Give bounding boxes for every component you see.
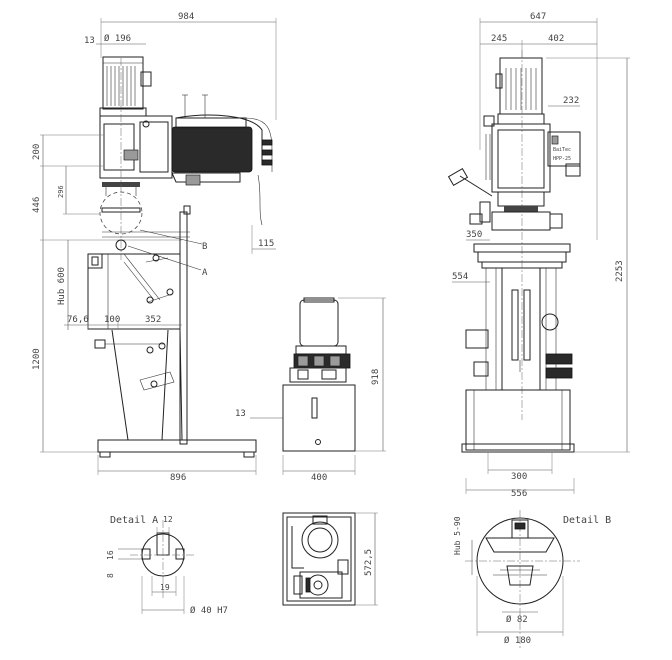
dim-detail-b-180: Ø 180 bbox=[504, 635, 531, 646]
dim-13-wall: 13 bbox=[235, 409, 246, 419]
dim-detail-a-19: 19 bbox=[160, 583, 170, 592]
dim-245: 245 bbox=[491, 34, 507, 44]
dim-554: 554 bbox=[452, 272, 468, 282]
dim-402: 402 bbox=[548, 34, 564, 44]
dim-13-top: 13 bbox=[84, 36, 95, 46]
dim-296: 296 bbox=[57, 185, 65, 198]
dim-446: 446 bbox=[32, 197, 42, 213]
dim-400: 400 bbox=[311, 473, 327, 483]
dim-115: 115 bbox=[258, 239, 274, 249]
dim-984: 984 bbox=[178, 12, 194, 22]
hydraulic-unit-view: 918 13 400 bbox=[235, 297, 386, 483]
dim-350: 350 bbox=[466, 230, 482, 240]
detail-a-view: Detail A 12 16 8 19 Ø 40 H7 bbox=[106, 515, 228, 616]
front-view: 984 13 Ø 196 bbox=[32, 12, 277, 483]
dim-hub-5-90: Hub 5-90 bbox=[453, 516, 462, 555]
dim-detail-a-12: 12 bbox=[163, 515, 173, 524]
dim-556: 556 bbox=[511, 489, 527, 499]
callout-a: A bbox=[202, 268, 208, 278]
dim-200: 200 bbox=[32, 144, 42, 160]
dim-detail-a-bore: Ø 40 H7 bbox=[190, 605, 228, 616]
dim-572-5: 572,5 bbox=[364, 549, 374, 576]
dim-1200: 1200 bbox=[32, 348, 42, 370]
plate-brand: BaiTec bbox=[553, 147, 571, 153]
dim-detail-b-82: Ø 82 bbox=[506, 614, 528, 625]
side-view: 647 245 402 232 BaiTec HPP-25 bbox=[447, 12, 630, 499]
callout-b: B bbox=[202, 242, 207, 252]
top-view: 572,5 bbox=[282, 512, 378, 606]
dim-76-6: 76,6 bbox=[67, 315, 89, 325]
dim-detail-a-16: 16 bbox=[106, 550, 115, 560]
dim-647: 647 bbox=[530, 12, 546, 22]
dim-motor-dia: Ø 196 bbox=[104, 33, 131, 44]
dim-2253: 2253 bbox=[615, 260, 625, 282]
dim-100: 100 bbox=[104, 315, 120, 325]
plate-model: HPP-25 bbox=[553, 156, 571, 162]
dim-918: 918 bbox=[371, 369, 381, 385]
dim-896: 896 bbox=[170, 473, 186, 483]
detail-a-title: Detail A bbox=[110, 515, 158, 526]
dim-232: 232 bbox=[563, 96, 579, 106]
dim-300: 300 bbox=[511, 472, 527, 482]
dim-352: 352 bbox=[145, 315, 161, 325]
dim-hub-600: Hub 600 bbox=[57, 267, 67, 305]
detail-b-title: Detail B bbox=[563, 515, 611, 526]
dim-detail-a-8: 8 bbox=[106, 573, 115, 578]
detail-b-view: Detail B Hub 5-90 Ø 82 Ø 180 bbox=[453, 510, 611, 650]
